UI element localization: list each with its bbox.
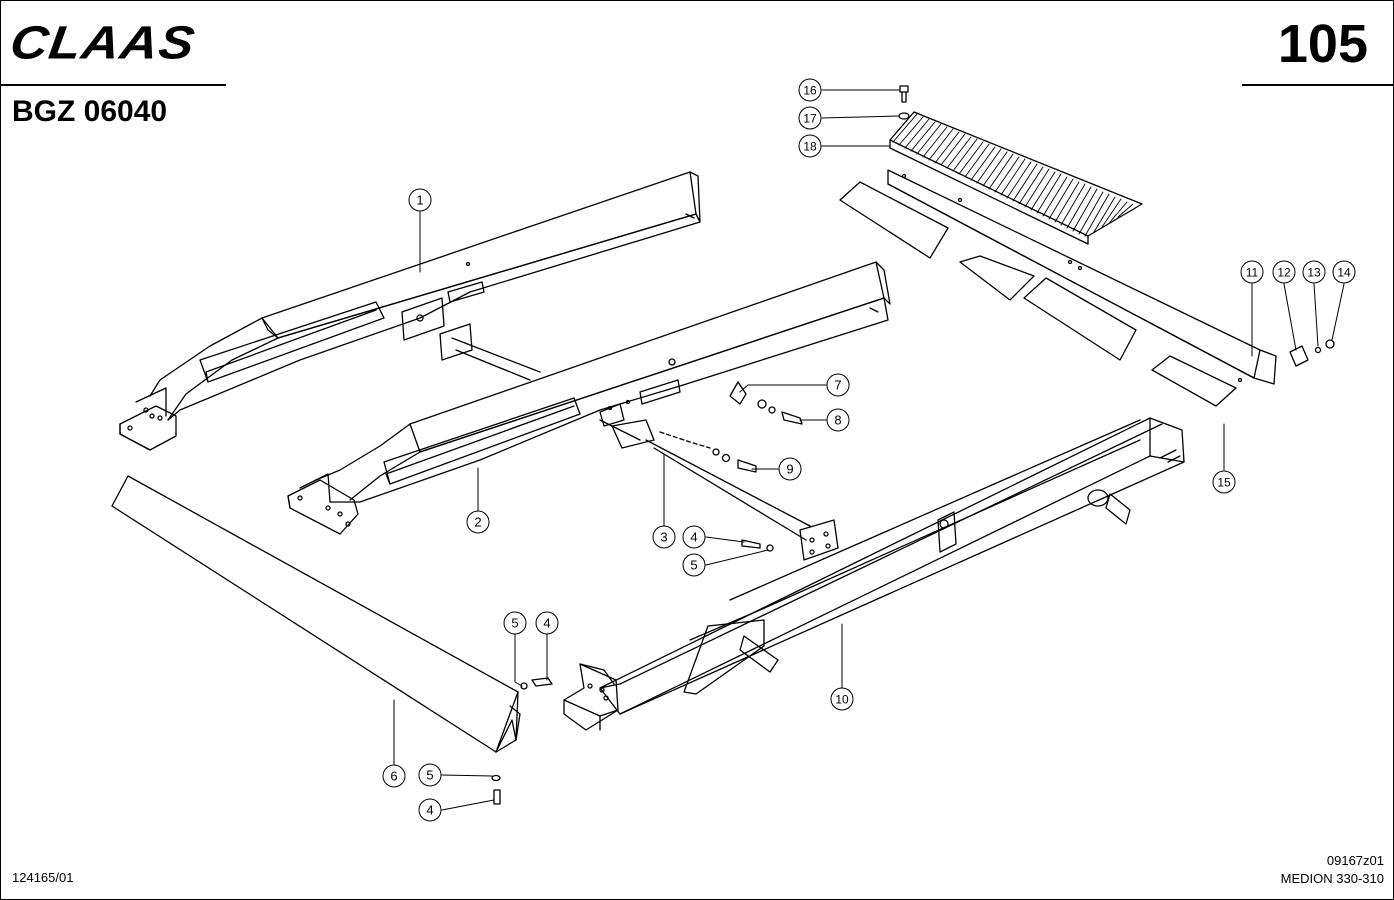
- callout-7: 7: [826, 373, 850, 397]
- callout-3: 3: [652, 525, 676, 549]
- svg-text:14: 14: [1337, 266, 1351, 280]
- page-number: 105: [1277, 14, 1368, 74]
- header-rule-left: [0, 84, 226, 86]
- callout-14: 14: [1332, 260, 1356, 284]
- footer-document-id: 124165/01: [12, 870, 74, 885]
- callout-10: 10: [830, 687, 854, 711]
- hardware-items: [491, 85, 1335, 805]
- header-rule-right: [1242, 84, 1394, 86]
- document-code: BGZ 06040: [12, 95, 168, 128]
- part-15-rear-cover: [839, 169, 1277, 407]
- callout-4-lower: 4: [418, 798, 442, 822]
- svg-text:11: 11: [1246, 266, 1259, 280]
- callout-12: 12: [1272, 260, 1296, 284]
- svg-text:15: 15: [1217, 476, 1231, 490]
- callout-13: 13: [1302, 260, 1326, 284]
- svg-text:7: 7: [834, 378, 841, 393]
- callout-9: 9: [778, 457, 802, 481]
- part-10-right-frame: [563, 417, 1185, 731]
- svg-text:13: 13: [1307, 266, 1321, 280]
- part-6-deflector-plate: [111, 475, 521, 753]
- callout-5-lower: 5: [418, 763, 442, 787]
- svg-text:5: 5: [426, 768, 433, 783]
- callout-18: 18: [798, 134, 822, 158]
- callout-4-middle: 4: [535, 611, 559, 635]
- machine-model: MEDION 330-310: [1280, 871, 1384, 886]
- svg-text:16: 16: [803, 84, 817, 98]
- callout-2: 2: [466, 510, 490, 534]
- svg-text:12: 12: [1277, 266, 1291, 280]
- part-2-center-frame: [287, 261, 891, 535]
- part-3-cross-member: [599, 419, 839, 561]
- svg-text:6: 6: [390, 769, 397, 784]
- svg-text:8: 8: [834, 413, 841, 428]
- svg-text:18: 18: [803, 140, 817, 154]
- svg-text:4: 4: [543, 616, 550, 631]
- part-1-left-frame: [119, 171, 701, 451]
- drawing-number: 09167z01: [1326, 853, 1384, 868]
- svg-text:5: 5: [690, 558, 697, 573]
- footer-info: 09167z01 MEDION 330-310: [1281, 852, 1384, 888]
- svg-text:4: 4: [426, 803, 433, 818]
- callout-markers: 1 2 3 4 5 4 5 5 4 6 7 8 9 10 11 12 13 14…: [382, 78, 1356, 822]
- grating-bars: [892, 113, 1134, 237]
- callout-8: 8: [826, 408, 850, 432]
- callout-17: 17: [798, 106, 822, 130]
- svg-text:4: 4: [690, 530, 697, 545]
- leader-lines: [393, 89, 1345, 811]
- callout-4-upper: 4: [682, 525, 706, 549]
- svg-text:10: 10: [835, 693, 849, 707]
- svg-text:3: 3: [660, 530, 667, 545]
- svg-text:1: 1: [416, 193, 423, 208]
- callout-16: 16: [798, 78, 822, 102]
- svg-text:9: 9: [786, 462, 793, 477]
- callout-6: 6: [382, 764, 406, 788]
- callout-11: 11: [1240, 260, 1264, 284]
- callout-15: 15: [1212, 470, 1236, 494]
- svg-text:5: 5: [511, 616, 518, 631]
- svg-text:2: 2: [474, 515, 481, 530]
- callout-5-upper: 5: [682, 553, 706, 577]
- part-18-grating: [889, 111, 1143, 245]
- callout-5-middle: 5: [503, 611, 527, 635]
- callout-1: 1: [408, 188, 432, 212]
- svg-text:17: 17: [803, 112, 817, 126]
